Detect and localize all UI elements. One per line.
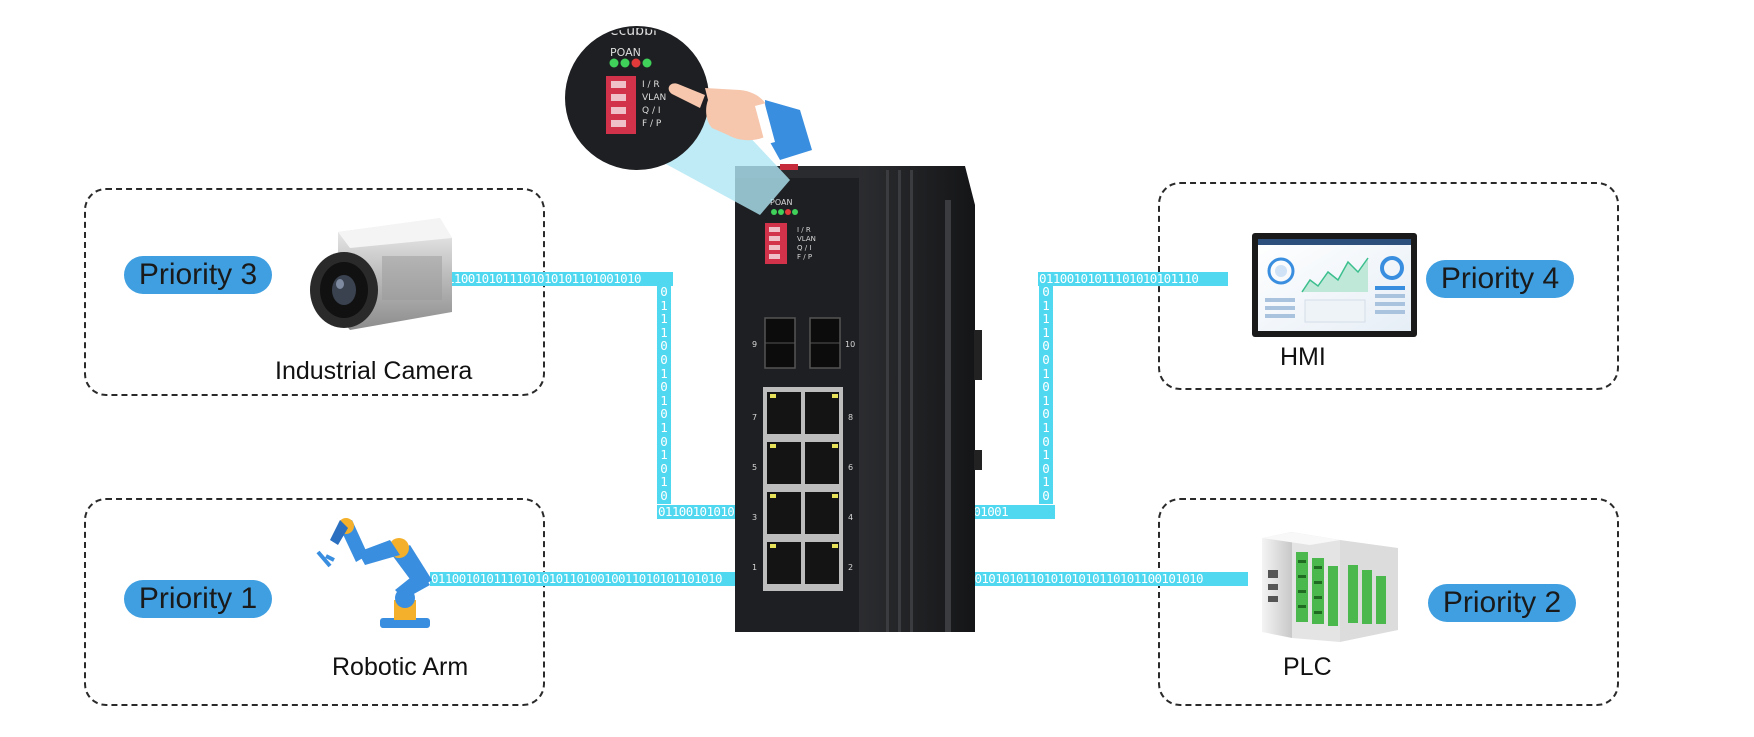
priority-4-badge: Priority 4 <box>1426 260 1574 298</box>
camera-label: Industrial Camera <box>275 357 473 385</box>
svg-text:4: 4 <box>848 513 853 522</box>
svg-text:VLAN: VLAN <box>642 93 666 103</box>
svg-text:POAN: POAN <box>770 198 792 207</box>
plc-label: PLC <box>1283 653 1332 681</box>
industrial-switch: POAN I / R VLAN Q / I F / P 9 10 <box>735 164 982 632</box>
hmi-group-box <box>1158 182 1619 390</box>
svg-text:I / R: I / R <box>642 80 660 90</box>
svg-text:ecubbi: ecubbi <box>610 23 657 39</box>
industrial-camera-icon <box>310 218 452 330</box>
svg-text:F / P: F / P <box>642 119 662 129</box>
hmi-data-line: 01100101011101010101110 <box>1038 272 1228 286</box>
svg-text:VLAN: VLAN <box>797 235 816 243</box>
svg-text:2: 2 <box>848 563 853 572</box>
camera-group-box <box>84 188 545 396</box>
hmi-data-line-vertical: 01110010101010101010 <box>1039 284 1053 504</box>
svg-text:Q / I: Q / I <box>642 106 661 116</box>
svg-text:8: 8 <box>848 413 853 422</box>
svg-text:Q / I: Q / I <box>797 244 811 252</box>
priority-2-badge: Priority 2 <box>1428 584 1576 622</box>
svg-text:10: 10 <box>845 340 855 349</box>
dip-switch-zoom-callout: ecubbi POAN I / R VLAN Q / I F / P <box>565 23 790 215</box>
priority-3-badge: Priority 3 <box>124 256 272 294</box>
svg-text:1: 1 <box>752 563 757 572</box>
robot-group-box <box>84 498 545 706</box>
svg-text:POAN: POAN <box>610 46 641 59</box>
svg-text:3: 3 <box>752 513 757 522</box>
camera-data-line-vertical: 01110010101010101010 <box>657 284 671 504</box>
svg-text:F / P: F / P <box>797 253 812 261</box>
hmi-panel-icon <box>1252 233 1417 337</box>
camera-data-line: 1100101011101010101101001010 <box>446 272 673 286</box>
hmi-label: HMI <box>1280 343 1326 371</box>
svg-text:I / R: I / R <box>797 226 811 234</box>
plc-group-box <box>1158 498 1619 706</box>
svg-text:7: 7 <box>752 413 757 422</box>
priority-1-badge: Priority 1 <box>124 580 272 618</box>
pointing-hand-icon <box>668 83 812 160</box>
plc-icon <box>1262 532 1398 642</box>
robot-data-line: 0110010101110101010110100100110101011010… <box>430 572 782 586</box>
svg-text:6: 6 <box>848 463 853 472</box>
svg-text:9: 9 <box>752 340 757 349</box>
robotic-arm-icon <box>316 518 432 628</box>
svg-text:5: 5 <box>752 463 757 472</box>
robot-label: Robotic Arm <box>332 653 469 681</box>
